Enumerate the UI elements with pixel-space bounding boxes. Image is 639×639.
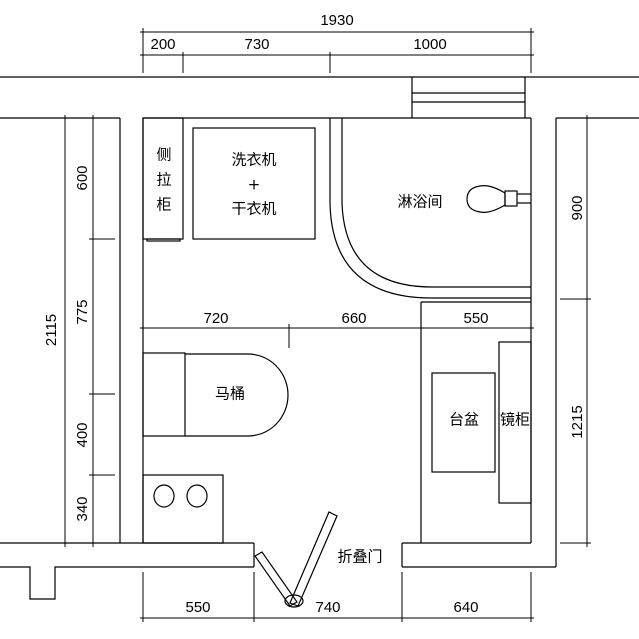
shower-enclosure: 淋浴间 (329, 118, 531, 299)
folding-door-label: 折叠门 (337, 548, 382, 566)
dim-middle: 550 (463, 310, 488, 327)
walls (0, 76, 639, 600)
side-cabinet-char: 拉 (156, 171, 171, 189)
shower-head-icon (466, 185, 531, 213)
right-dimensions: 900 1215 (560, 115, 591, 547)
dim-top: 1000 (413, 36, 446, 53)
dim-middle: 660 (341, 310, 366, 327)
mirror-cabinet-label: 镜柜 (500, 411, 530, 429)
top-dimensions: 1930 200 730 1000 (140, 12, 534, 73)
dim-left: 600 (74, 165, 91, 190)
basin (431, 372, 496, 473)
toilet: 马桶 (142, 352, 289, 437)
dim-left: 400 (74, 422, 91, 447)
washer-plus: + (248, 176, 261, 194)
side-pull-cabinet: 侧 拉 柜 (142, 117, 184, 242)
mirror-cabinet (498, 341, 532, 504)
shower-label: 淋浴间 (397, 193, 442, 211)
dim-right: 900 (569, 195, 586, 220)
bottom-dimensions: 550 740 640 (140, 572, 534, 622)
washer-label: 洗衣机 (231, 151, 276, 169)
dim-middle: 720 (203, 310, 228, 327)
dim-left: 775 (74, 299, 91, 324)
left-dimensions: 2115 600 775 400 340 (43, 115, 115, 547)
basin-label: 台盆 (449, 411, 479, 429)
side-cabinet-char: 柜 (156, 196, 171, 214)
circle-icon (186, 484, 208, 508)
dim-left: 340 (74, 496, 91, 521)
floor-cabinet (142, 474, 224, 544)
toilet-label: 马桶 (215, 385, 245, 403)
dryer-label: 干衣机 (231, 200, 276, 218)
dim-top: 200 (150, 36, 175, 53)
folding-door: 折叠门 (254, 511, 383, 608)
dim-top: 730 (244, 36, 269, 53)
vanity: 台盆 镜柜 (420, 301, 532, 543)
dim-bottom: 740 (315, 599, 340, 616)
dim-left-total: 2115 (43, 314, 60, 346)
window (411, 77, 526, 118)
middle-dimensions: 720 660 550 (140, 310, 534, 348)
dim-top-total: 1930 (320, 12, 353, 29)
side-cabinet-char: 侧 (156, 146, 171, 164)
circle-icon (153, 484, 175, 508)
dim-right: 1215 (569, 405, 586, 438)
dim-bottom: 550 (185, 599, 210, 616)
dim-bottom: 640 (453, 599, 478, 616)
washer-dryer: 洗衣机 + 干衣机 (192, 127, 316, 240)
